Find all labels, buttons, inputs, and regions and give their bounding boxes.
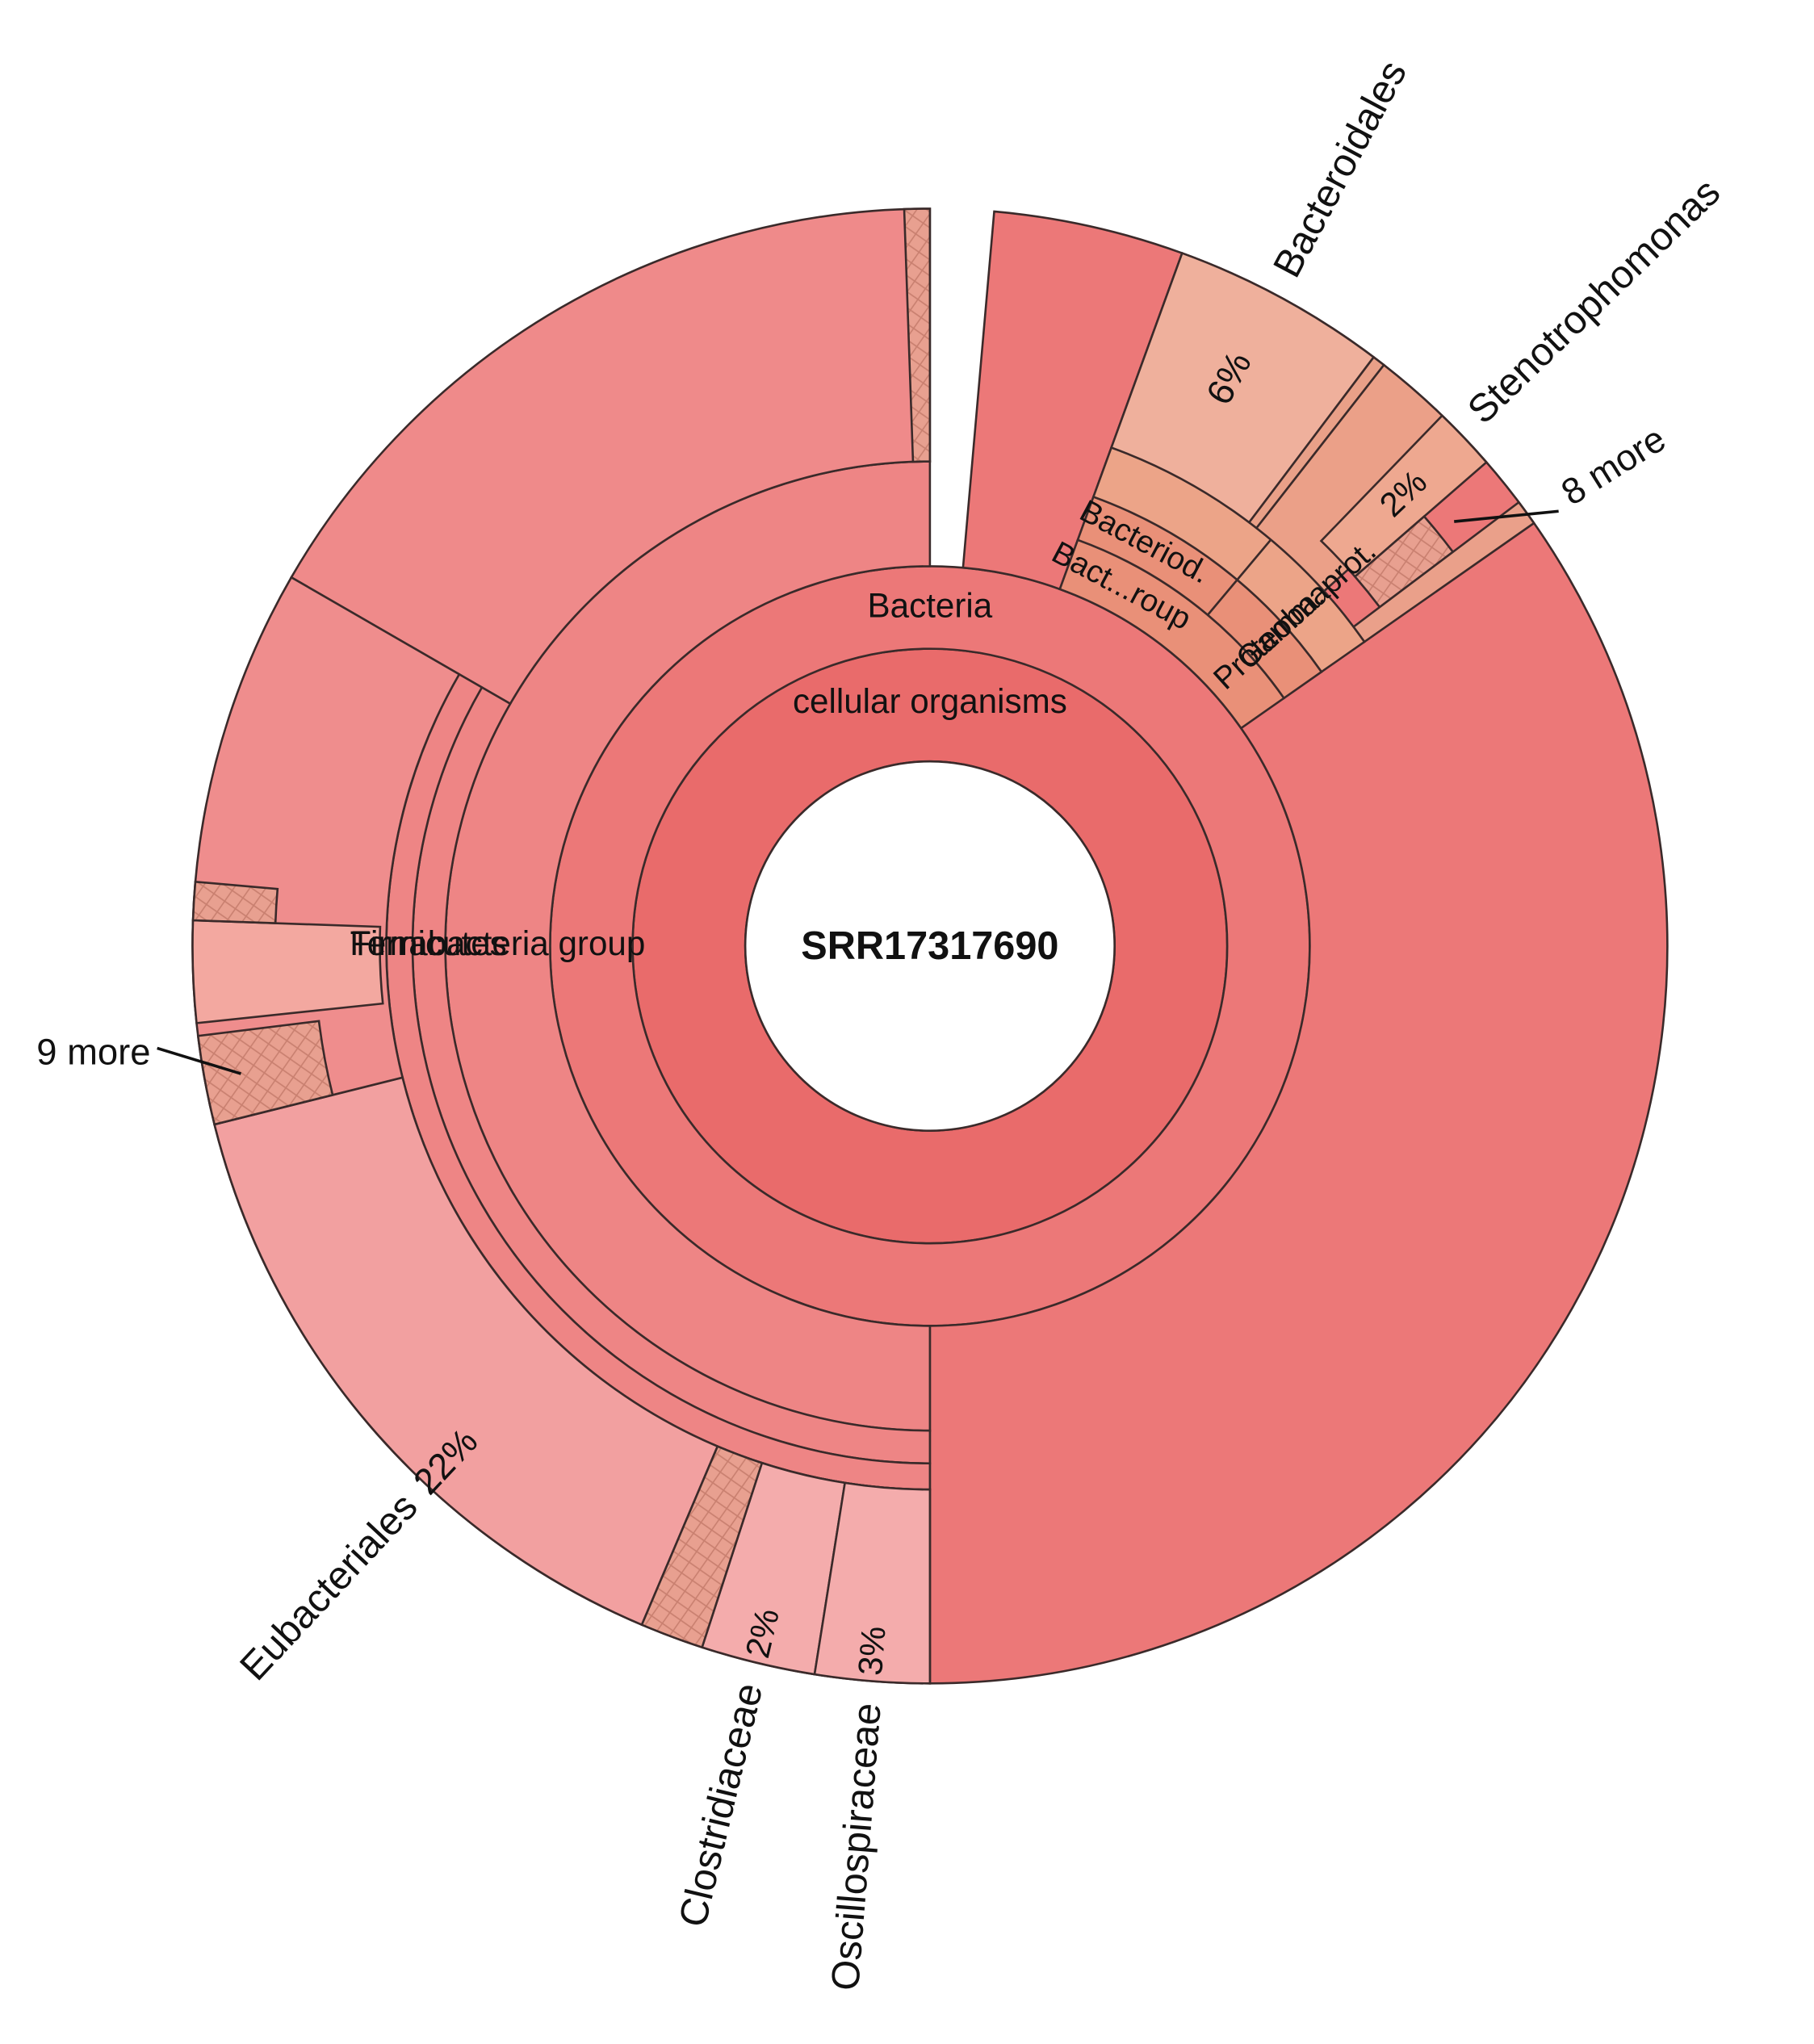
label-stenotrophomonas: Stenotrophomonas: [1460, 170, 1728, 432]
segment-fam-hatch[interactable]: [640, 1444, 764, 1649]
leader-8more: [1454, 509, 1559, 523]
label-oscillospiraceae: Oscillospiraceae: [823, 1702, 890, 1992]
label-oscillospiraceae-pct: 3%: [851, 1625, 893, 1677]
segment-gamma-end[interactable]: [1351, 501, 1535, 643]
segment-9more-hatch[interactable]: [196, 1020, 334, 1126]
label-clostridiaceae: Clostridiaceae: [671, 1679, 771, 1931]
label-bacteria: Bacteria: [868, 586, 993, 624]
label-8more: 8 more: [1554, 418, 1673, 513]
segment-oscillospiraceae[interactable]: [813, 1481, 932, 1685]
chart-title: SRR17317690: [801, 924, 1058, 968]
label-eubacteriales: Eubacteriales: [232, 1485, 426, 1689]
label-terrabacteria-group: Terrabacteria group: [350, 924, 646, 962]
segment-firmi-hatch2[interactable]: [191, 880, 279, 924]
label-cellular-organisms: cellular organisms: [793, 682, 1067, 720]
center-hole: [744, 760, 1116, 1132]
label-firmicutes: Firmicutes: [350, 924, 506, 962]
segment-eubacteriales[interactable]: [213, 1076, 719, 1627]
segment-terra-hatch[interactable]: [903, 207, 932, 463]
label-bacteroidales: Bacteroidales: [1265, 54, 1415, 285]
leader-9more: [157, 1046, 241, 1075]
segment-terra-sub[interactable]: [290, 207, 932, 706]
label-9more: 9 more: [36, 1032, 150, 1073]
segment-firmi-light[interactable]: [191, 919, 384, 1024]
